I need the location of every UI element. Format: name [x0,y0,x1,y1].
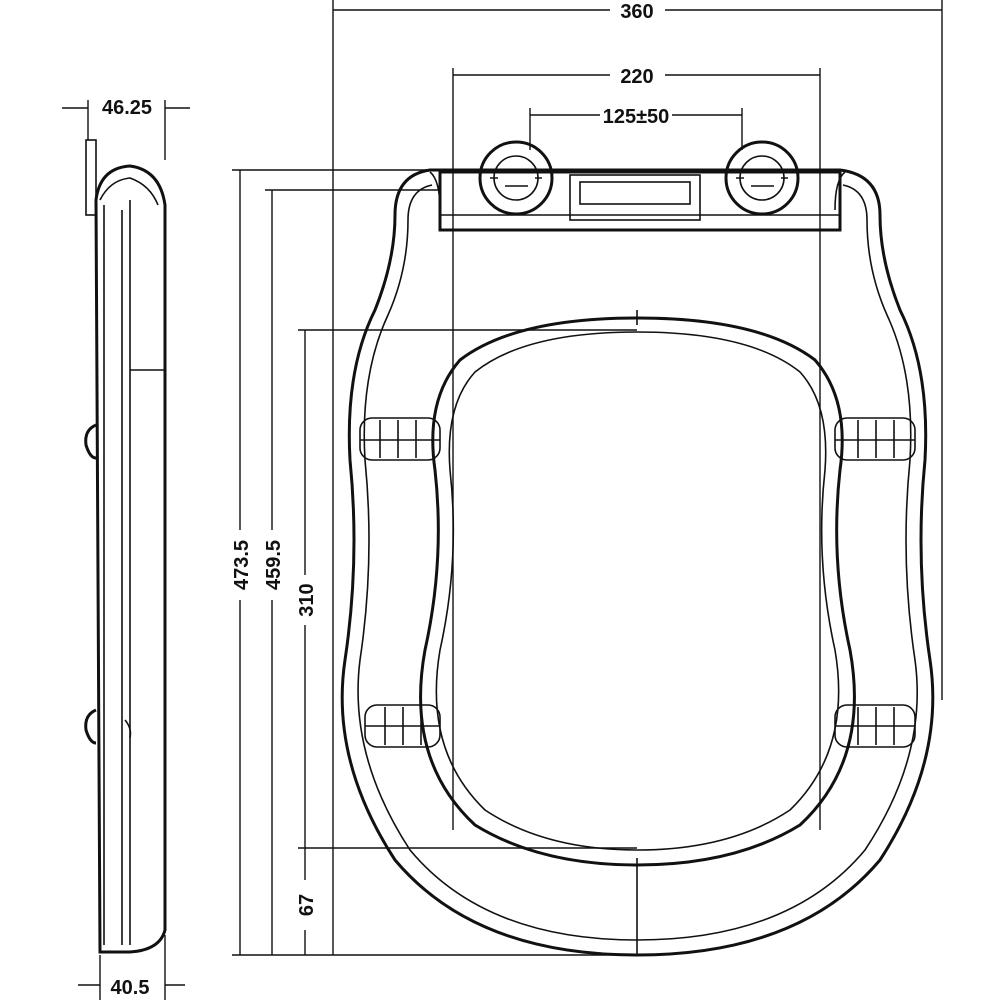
dim-40-5-label: 40.5 [111,977,150,999]
dim-side-top: 46.25 [62,97,190,160]
side-view [84,139,167,954]
bumper-bottom-left [364,704,441,748]
hinge-right-icon [724,140,800,216]
dim-vertical-lines: 473.5 459.5 310 67 [231,169,637,956]
hinge-left-icon [478,140,554,216]
dim-459-5-label: 459.5 [263,540,285,590]
bumper-top-right [834,417,916,461]
seat-top-view [340,140,935,957]
dim-side-bottom: 40.5 [78,935,185,1000]
dim-220: 220 [452,66,821,830]
bumper-top-left [359,417,441,461]
dim-220-label: 220 [620,66,653,88]
bumper-bottom-right [834,704,916,748]
dim-67-label: 67 [296,894,318,916]
dim-360-label: 360 [620,1,653,23]
dim-360: 360 [332,0,943,955]
dim-125: 125±50 [529,106,743,150]
dim-310-label: 310 [296,583,318,616]
dim-473-5-label: 473.5 [231,540,253,590]
dim-125-label: 125±50 [603,106,670,128]
dim-46-25-label: 46.25 [102,97,152,119]
hinge-assembly [429,140,846,232]
